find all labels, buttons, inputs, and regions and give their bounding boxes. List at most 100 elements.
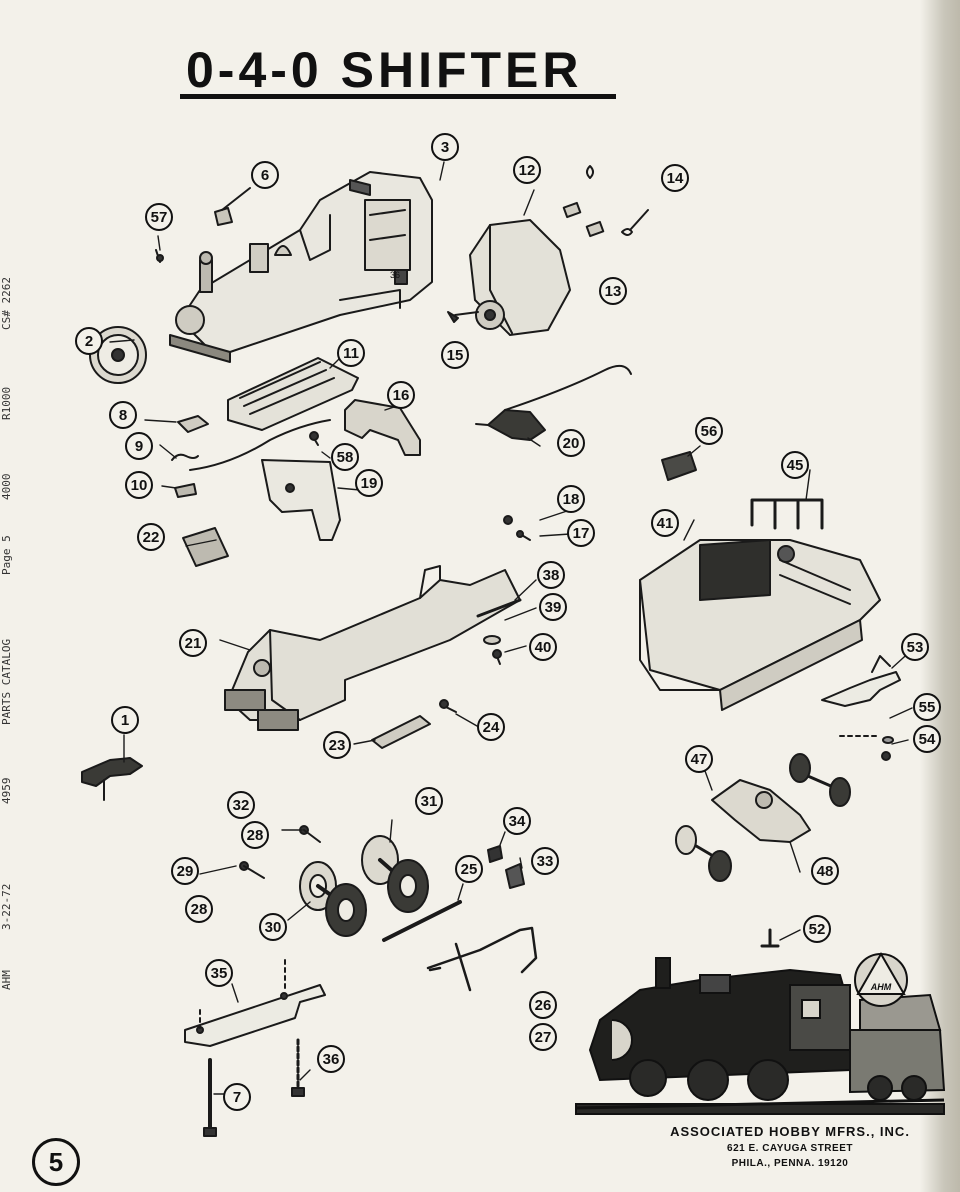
weight-drawing: [227, 357, 359, 431]
callout-number: 23: [328, 736, 346, 754]
callout-number: 22: [142, 528, 160, 546]
callout-circle: [111, 706, 139, 734]
callout-12: 12: [512, 155, 542, 185]
callout-number: 11: [343, 344, 359, 362]
company-name: ASSOCIATED HOBBY MFRS., INC.: [670, 1124, 910, 1139]
callout-53: 53: [900, 632, 930, 662]
callout-circle: [125, 432, 153, 460]
callout-48: 48: [810, 856, 840, 886]
callout-circle: [651, 509, 679, 537]
callout-17: 17: [566, 518, 596, 548]
callout-number: 18: [562, 490, 580, 508]
callout-number: 7: [232, 1088, 242, 1106]
callout-circle: [125, 471, 153, 499]
callout-number: 58: [336, 448, 354, 466]
callout-9: 9: [124, 431, 154, 461]
callout-7: 7: [222, 1082, 252, 1112]
callout-16: 16: [386, 380, 416, 410]
callout-circle: [455, 855, 483, 883]
callout-circle: [529, 1023, 557, 1051]
callout-circle: [331, 443, 359, 471]
callout-26: 26: [528, 990, 558, 1020]
callout-number: 15: [446, 346, 464, 364]
boiler-shell-drawing: 36: [169, 171, 433, 363]
callout-number: 47: [690, 750, 708, 768]
callout-circle: [557, 429, 585, 457]
callout-circle: [531, 847, 559, 875]
callout-number: 19: [360, 474, 378, 492]
callout-number: 30: [264, 918, 282, 936]
callout-circle: [205, 959, 233, 987]
callout-circle: [781, 451, 809, 479]
ahm-logo-mark: [854, 951, 908, 1007]
callout-21: 21: [178, 628, 208, 658]
callout-circle: [431, 133, 459, 161]
callout-circle: [695, 417, 723, 445]
callout-3: 3: [430, 132, 460, 162]
callout-28: 28: [240, 820, 270, 850]
callout-circle: [477, 713, 505, 741]
callout-11: 11: [336, 338, 366, 368]
callout-circle: [803, 915, 831, 943]
callout-circle: [567, 519, 595, 547]
callout-number: 57: [150, 208, 168, 226]
tender-drawing: [639, 539, 881, 711]
callout-circle: [241, 821, 269, 849]
callout-circle: [661, 164, 689, 192]
callout-31: 31: [414, 786, 444, 816]
callout-number: 1: [120, 711, 130, 729]
callout-10: 10: [124, 470, 154, 500]
callout-25: 25: [454, 854, 484, 884]
callout-circle: [75, 327, 103, 355]
callout-number: 2: [84, 332, 94, 350]
callout-number: 40: [534, 638, 552, 656]
callout-number: 8: [118, 406, 128, 424]
callout-circle: [171, 857, 199, 885]
callout-circle: [323, 731, 351, 759]
company-block: ASSOCIATED HOBBY MFRS., INC. 621 E. CAYU…: [640, 1124, 940, 1169]
callout-circle: [811, 857, 839, 885]
callout-28: 28: [184, 894, 214, 924]
callout-circle: [109, 401, 137, 429]
callout-33: 33: [530, 846, 560, 876]
callout-39: 39: [538, 592, 568, 622]
callout-22: 22: [136, 522, 166, 552]
callout-circle: [355, 469, 383, 497]
callout-number: 56: [700, 422, 718, 440]
callout-number: 6: [260, 166, 270, 184]
callout-circle: [317, 1045, 345, 1073]
callout-55: 55: [912, 692, 942, 722]
callout-30: 30: [258, 912, 288, 942]
chassis-drawing: [224, 565, 521, 731]
callout-circle: [251, 161, 279, 189]
callout-13: 13: [598, 276, 628, 306]
callout-circle: [685, 745, 713, 773]
callout-number: 31: [420, 792, 438, 810]
callout-circle: [179, 629, 207, 657]
callout-number: 52: [808, 920, 826, 938]
callout-number: 33: [536, 852, 554, 870]
callout-circle: [259, 913, 287, 941]
callout-23: 23: [322, 730, 352, 760]
drive-wheels-drawing: [299, 835, 429, 937]
page-title: 0-4-0 SHIFTER: [186, 42, 583, 98]
callout-36: 36: [316, 1044, 346, 1074]
callout-circle: [901, 633, 929, 661]
callout-number: 48: [816, 862, 834, 880]
callout-47: 47: [684, 744, 714, 774]
callout-circle: [913, 693, 941, 721]
callout-41: 41: [650, 508, 680, 538]
callout-number: 39: [544, 598, 562, 616]
callout-52: 52: [802, 914, 832, 944]
callout-number: 55: [918, 698, 936, 716]
callout-number: 34: [508, 812, 526, 830]
callout-number: 41: [656, 514, 674, 532]
callout-45: 45: [780, 450, 810, 480]
callout-circle: [503, 807, 531, 835]
callout-circle: [337, 339, 365, 367]
callout-circle: [913, 725, 941, 753]
callout-number: 53: [906, 638, 924, 656]
page-edge-shadow: [920, 0, 960, 1192]
